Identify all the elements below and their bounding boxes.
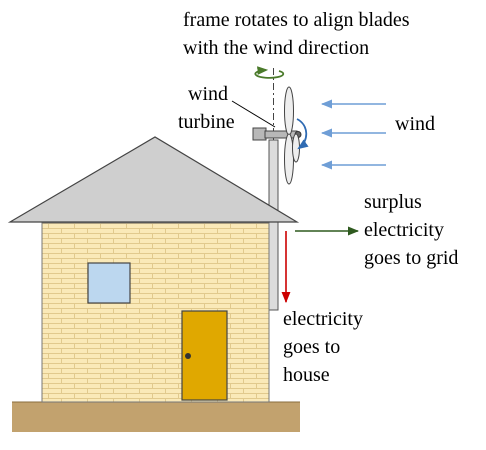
rotation-note-line-1: frame rotates to align blades	[183, 9, 410, 31]
wind-label: wind	[395, 110, 435, 138]
turbine-tail	[252, 127, 267, 141]
house-power-line-1: electricity	[283, 308, 363, 330]
house-window	[87, 262, 131, 304]
turbine-blade-lower	[284, 133, 294, 185]
turbine-leader-line	[231, 100, 276, 128]
surplus-label: surplus electricity goes to grid	[364, 188, 458, 272]
house-wall	[41, 222, 270, 403]
surplus-line-2: electricity	[364, 219, 444, 241]
blade-spin-arrow	[296, 118, 309, 150]
ground	[12, 402, 300, 432]
surplus-line-1: surplus	[364, 191, 422, 213]
frame-rotation-arrow	[254, 66, 285, 79]
house-power-line-2: goes to	[283, 336, 341, 358]
rotation-note-line-2: with the wind direction	[183, 37, 370, 59]
turbine-label: wind turbine	[178, 80, 235, 136]
turbine-blade-back	[292, 133, 300, 163]
turbine-label-line-2: turbine	[178, 111, 235, 133]
surplus-line-3: goes to grid	[364, 247, 459, 269]
turbine-mast	[268, 139, 279, 311]
turbine-label-line-1: wind	[188, 83, 228, 105]
door-knob	[185, 353, 191, 359]
house-power-label: electricity goes to house	[283, 305, 363, 389]
wind-label-text: wind	[395, 113, 435, 135]
turbine-nacelle	[264, 130, 298, 139]
house-roof	[7, 136, 300, 223]
house-power-line-3: house	[283, 364, 330, 386]
rotation-note-label: frame rotates to align blades with the w…	[183, 6, 410, 62]
turbine-blade-upper	[284, 86, 294, 136]
